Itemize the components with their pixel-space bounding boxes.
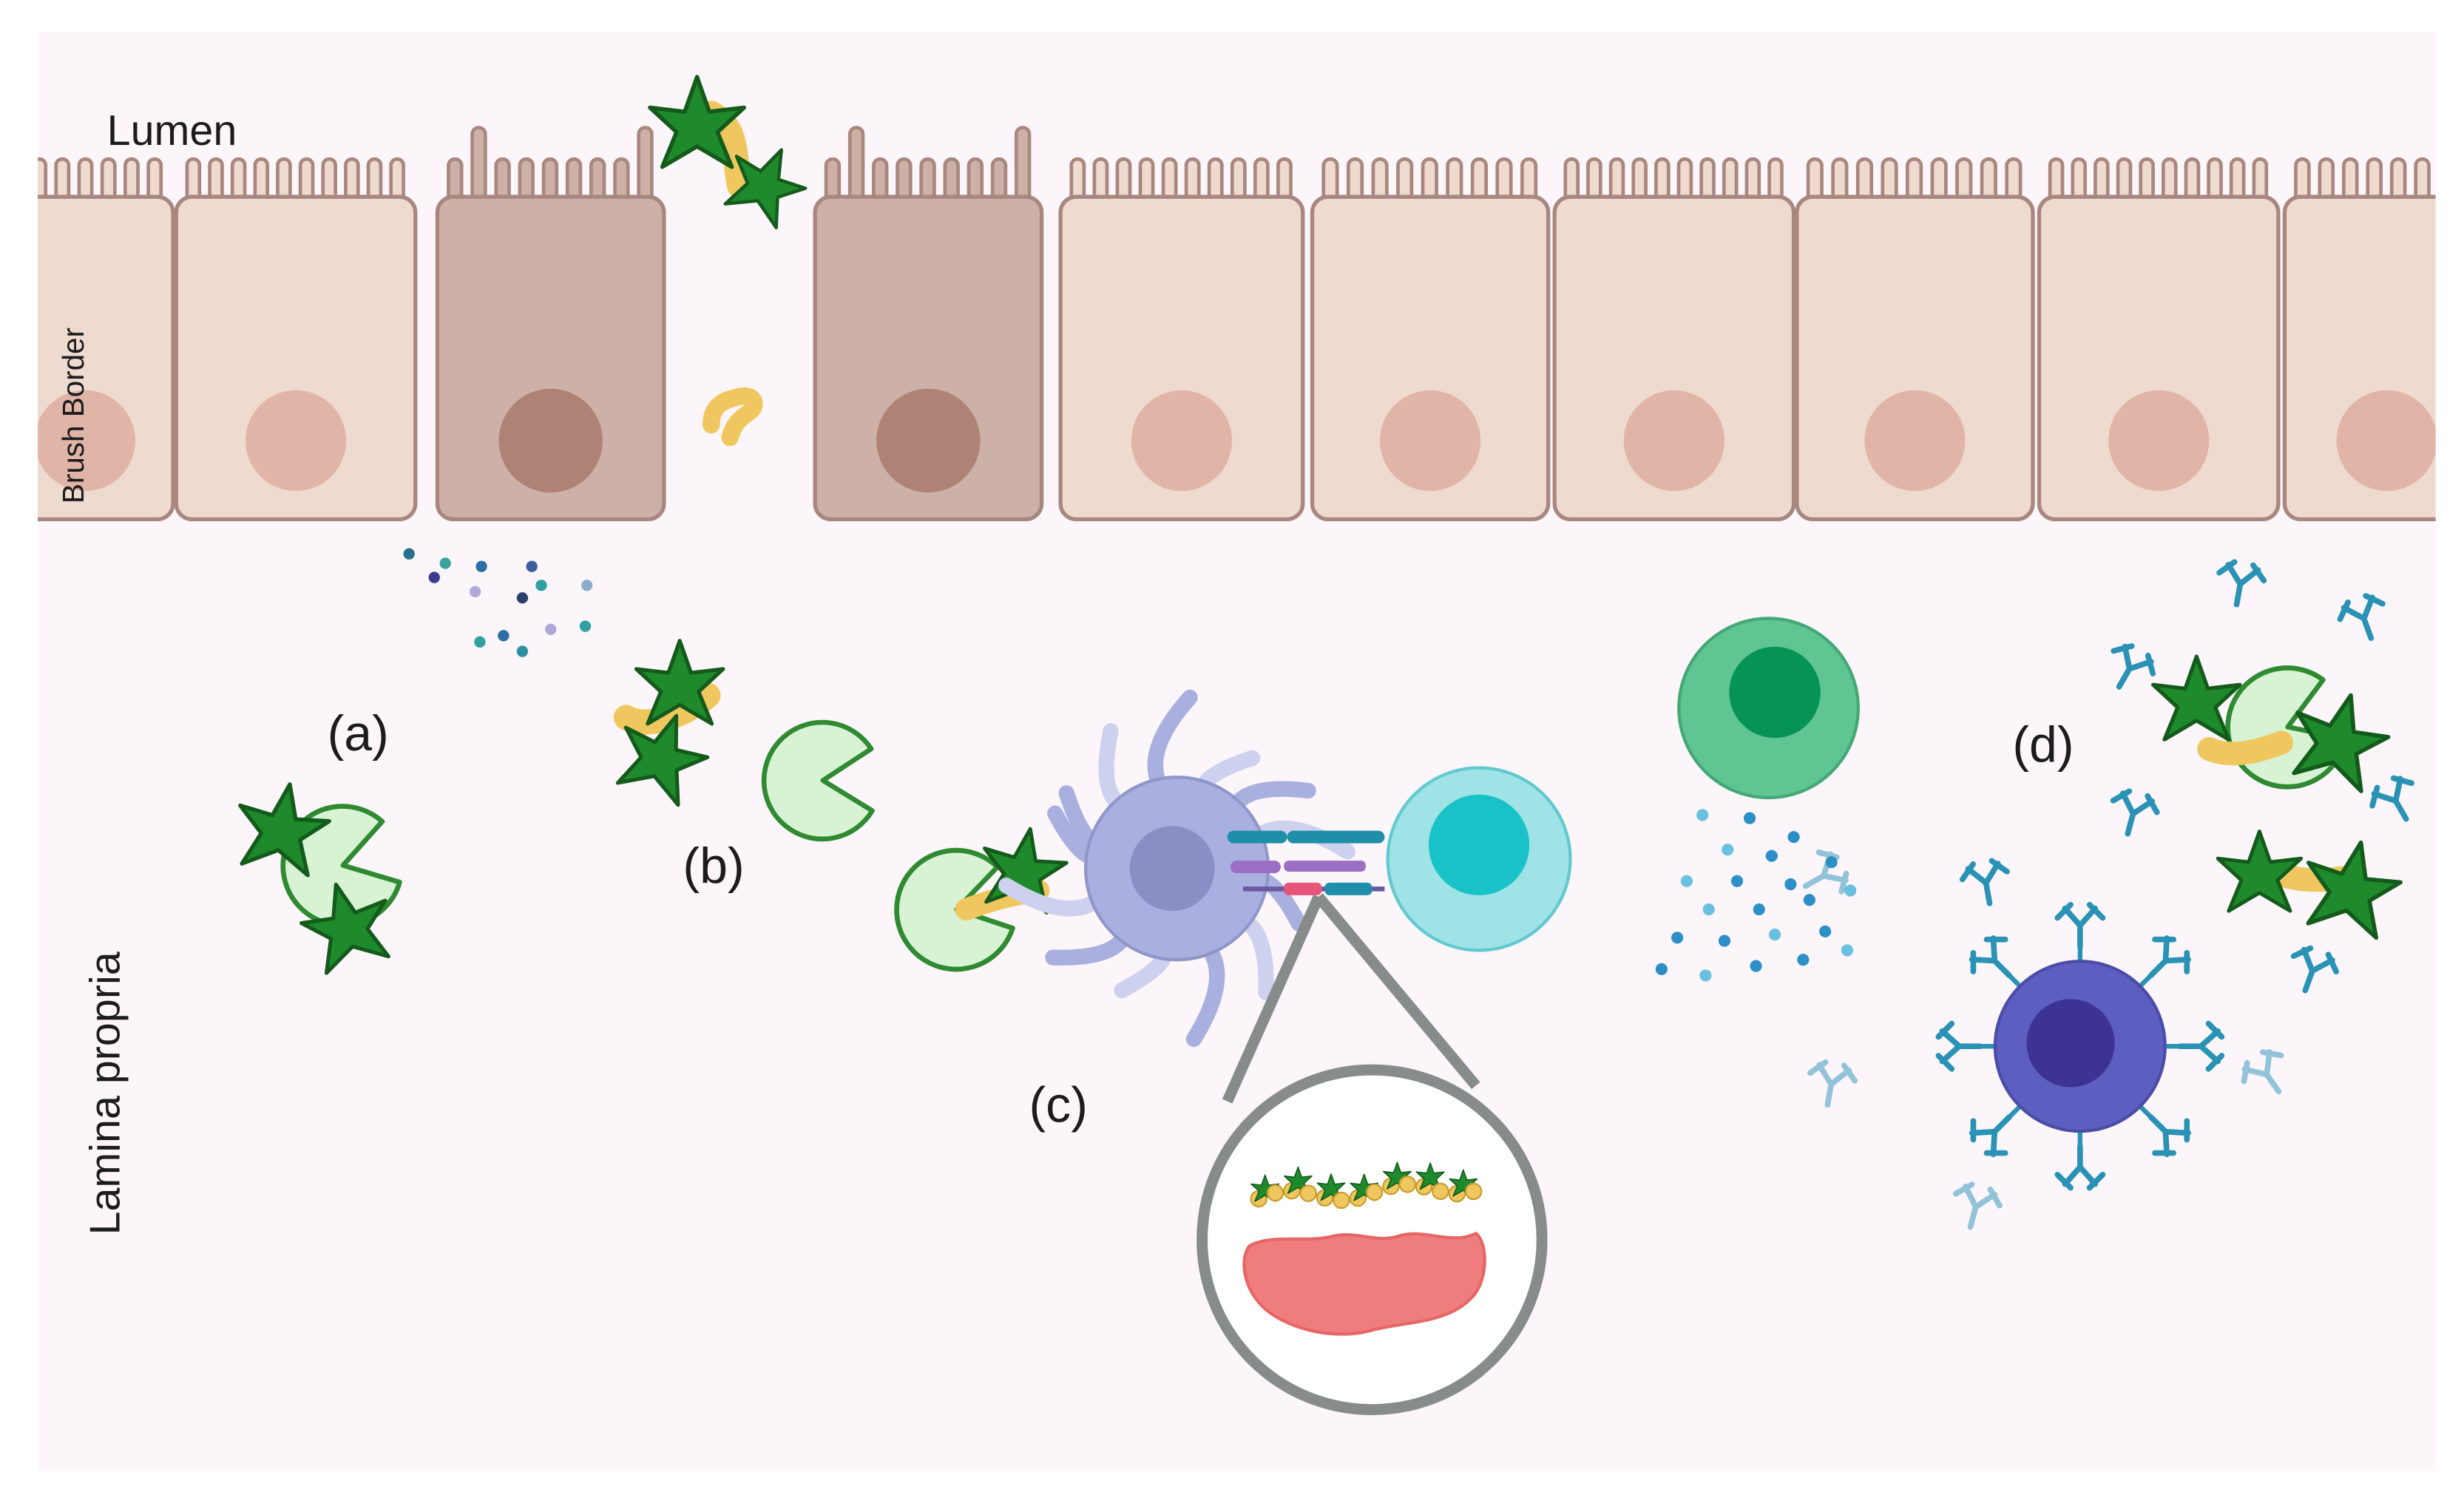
cytokine-dot: [1744, 813, 1756, 824]
cell-nucleus: [876, 389, 980, 492]
label-d: (d): [2012, 716, 2074, 773]
cytokine-dot: [1703, 903, 1715, 915]
epithelial-cell: [22, 159, 173, 519]
peptide-bead: [1333, 1193, 1349, 1208]
cytokine-dot: [404, 549, 415, 560]
cell-nucleus: [1864, 390, 1965, 491]
cytokine-dot: [429, 571, 440, 583]
peptide-bead: [1301, 1185, 1316, 1201]
cell-nucleus: [246, 390, 346, 491]
label-a: (a): [328, 705, 389, 762]
cytokine-dot: [475, 561, 487, 572]
lumen-label: Lumen: [107, 107, 237, 155]
cytokine-dot: [498, 630, 509, 641]
green-immune-cell: [1679, 618, 1858, 798]
t-cell: [1388, 768, 1571, 951]
cytokine-dot: [580, 620, 591, 631]
cytokine-dot: [1750, 960, 1761, 972]
cytokine-dot: [1681, 875, 1693, 887]
epithelial-cell: [1313, 159, 1549, 519]
epithelial-cell: [2040, 159, 2278, 519]
cytokine-dot: [470, 586, 481, 597]
epithelial-cell: [1554, 159, 1793, 519]
cytokine-dot: [1844, 884, 1856, 896]
cell-nucleus: [1380, 390, 1480, 491]
epithelial-cell: [176, 159, 415, 519]
cytokine-dot: [517, 645, 528, 657]
label-b: (b): [683, 838, 744, 894]
cytokine-dot: [1788, 831, 1800, 843]
cell-nucleus: [1624, 390, 1725, 491]
peptide-bead: [1432, 1184, 1448, 1199]
peptide-bead: [1367, 1184, 1382, 1200]
cytokine-dot: [1804, 894, 1815, 906]
cytokine-dot: [1696, 809, 1708, 821]
peptide-bead: [1466, 1184, 1481, 1199]
lamina-propria-label: Lamina propria: [82, 952, 129, 1235]
cytokine-dot: [581, 580, 592, 591]
cytokine-dot: [535, 580, 546, 591]
epithelial-cell: [1797, 159, 2033, 519]
cytokine-dot: [1766, 850, 1778, 862]
peptide-bead: [1400, 1176, 1415, 1192]
cytokine-dot: [1819, 926, 1831, 937]
cytokine-dot: [1671, 932, 1683, 943]
cytokine-dot: [1656, 963, 1668, 975]
cytokine-dot: [1784, 878, 1796, 890]
cytokine-dot: [1722, 844, 1733, 855]
cell-nucleus: [1131, 390, 1232, 491]
cytokine-dot: [1797, 954, 1809, 966]
epithelial-cell: [1060, 159, 1303, 519]
brush-border-label: Brush Border: [56, 328, 90, 503]
cell-nucleus: [2337, 390, 2437, 491]
cytokine-dot: [1841, 944, 1853, 956]
label-c: (c): [1029, 1076, 1088, 1133]
cytokine-dot: [1719, 935, 1730, 947]
cytokine-dot: [1769, 929, 1781, 940]
peptide-bead: [1267, 1185, 1283, 1201]
cell-nucleus: [2108, 390, 2209, 491]
cytokine-dot: [545, 624, 556, 635]
cytokine-dot: [474, 637, 485, 648]
cytokine-dot: [1753, 903, 1765, 915]
cytokine-dot: [517, 592, 528, 603]
cell-nucleus: [498, 389, 602, 492]
cytokine-dot: [1699, 969, 1711, 981]
cytokine-dot: [1731, 875, 1743, 887]
cytokine-dot: [527, 561, 538, 572]
cytokine-dot: [439, 557, 450, 569]
